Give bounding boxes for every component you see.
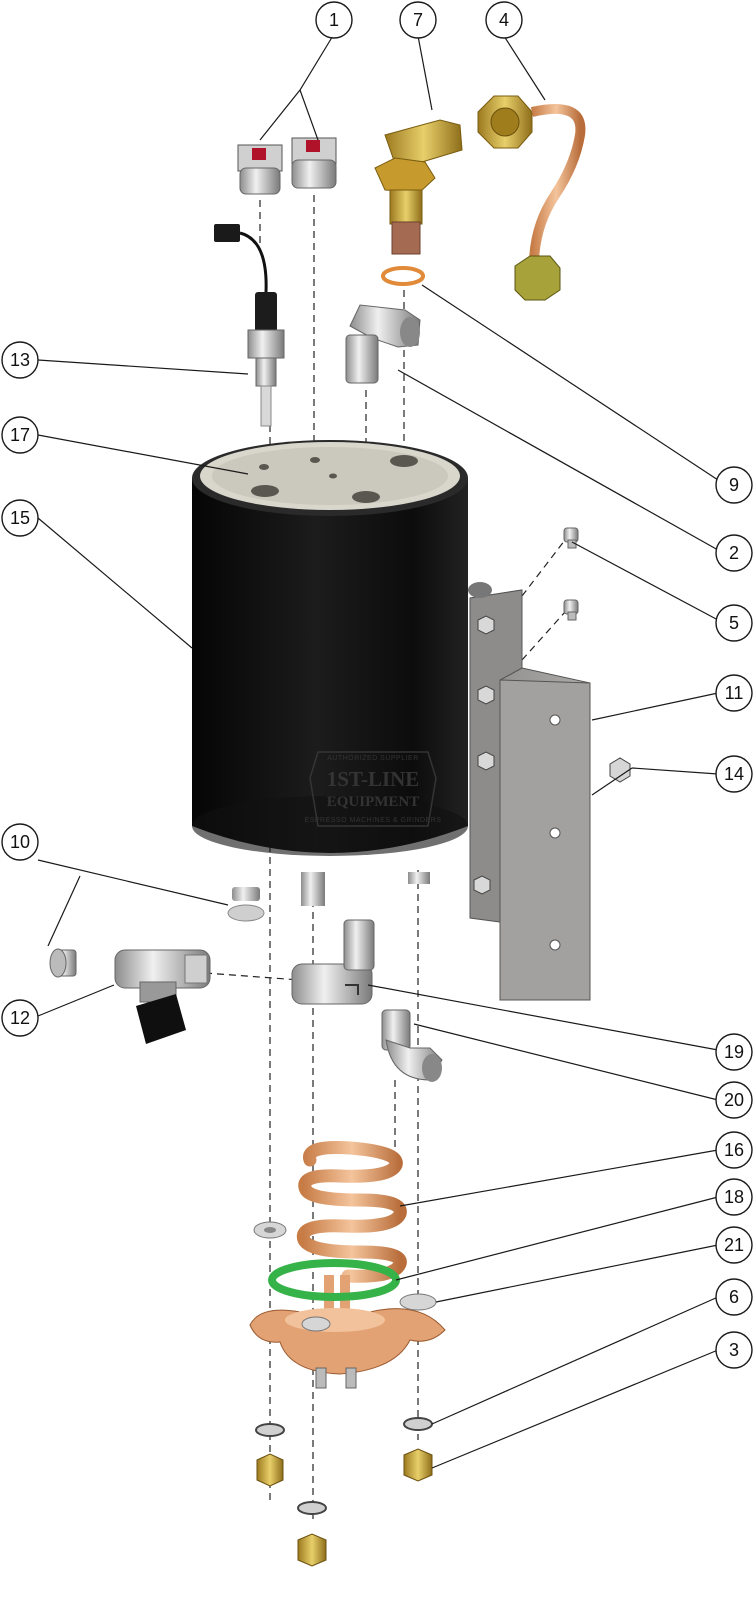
elbow-fitting-20 [381, 1009, 443, 1082]
steel-elbow [345, 304, 421, 384]
callout-label-15: 15 [10, 508, 30, 528]
callout-13: 13 [1, 341, 39, 379]
watermark-line2: EQUIPMENT [327, 794, 420, 810]
callout-label-9: 9 [729, 475, 739, 495]
callout-3: 3 [715, 1331, 753, 1369]
callout-9: 9 [715, 466, 753, 504]
screws [563, 527, 579, 621]
leader-lines [37, 33, 719, 1469]
callout-label-19: 19 [724, 1042, 744, 1062]
boiler-body [192, 440, 468, 856]
watermark-top-text: AUTHORIZED SUPPLIER [327, 755, 419, 762]
callout-7: 7 [399, 1, 437, 39]
boiler-bottom-studs [227, 872, 430, 922]
callout-18: 18 [715, 1178, 753, 1216]
callout-label-6: 6 [729, 1287, 739, 1307]
callout-label-16: 16 [724, 1140, 744, 1160]
watermark-line1: 1ST-LINE [327, 767, 420, 791]
callout-label-3: 3 [729, 1340, 739, 1360]
callout-21: 21 [715, 1226, 753, 1264]
callout-label-17: 17 [10, 425, 30, 445]
bracket-nut [609, 757, 631, 783]
element-flange [249, 1308, 446, 1389]
elbow-fitting-19 [291, 919, 375, 1005]
callout-15: 15 [1, 499, 39, 537]
callout-6: 6 [715, 1278, 753, 1316]
mounting-bracket [468, 582, 591, 1001]
thermostats [237, 137, 337, 195]
drain-valve [114, 949, 211, 1044]
callout-17: 17 [1, 416, 39, 454]
callout-label-4: 4 [499, 10, 509, 30]
callout-label-2: 2 [729, 543, 739, 563]
callout-label-1: 1 [329, 10, 339, 30]
callout-label-14: 14 [724, 764, 744, 784]
callout-label-21: 21 [724, 1235, 744, 1255]
callout-label-20: 20 [724, 1090, 744, 1110]
callout-16: 16 [715, 1131, 753, 1169]
callout-5: 5 [715, 604, 753, 642]
drain-plugs [49, 948, 77, 978]
callout-10: 10 [1, 823, 39, 861]
callout-label-18: 18 [724, 1187, 744, 1207]
callout-12: 12 [1, 999, 39, 1037]
callout-19: 19 [715, 1033, 753, 1071]
brand-watermark: AUTHORIZED SUPPLIER 1ST-LINE EQUIPMENT E… [305, 751, 442, 827]
callout-label-11: 11 [725, 683, 744, 703]
watermark-bottom-text: ESPRESSO MACHINES & GRINDERS [305, 817, 442, 824]
washers-and-nuts [255, 1417, 433, 1567]
callout-20: 20 [715, 1081, 753, 1119]
orange-washer [381, 266, 425, 286]
washers-21 [253, 1221, 437, 1332]
callout-2: 2 [715, 534, 753, 572]
callout-label-13: 13 [10, 350, 30, 370]
copper-pipe [477, 95, 586, 301]
callout-11: 11 [715, 674, 753, 712]
callout-14: 14 [715, 755, 753, 793]
callout-1: 1 [315, 1, 353, 39]
callout-label-12: 12 [10, 1008, 30, 1028]
callout-label-7: 7 [413, 10, 423, 30]
callout-label-10: 10 [10, 832, 30, 852]
callout-label-5: 5 [729, 613, 739, 633]
callout-4: 4 [485, 1, 523, 39]
level-probe [214, 224, 285, 427]
elbow-fitting-brass [374, 119, 463, 255]
